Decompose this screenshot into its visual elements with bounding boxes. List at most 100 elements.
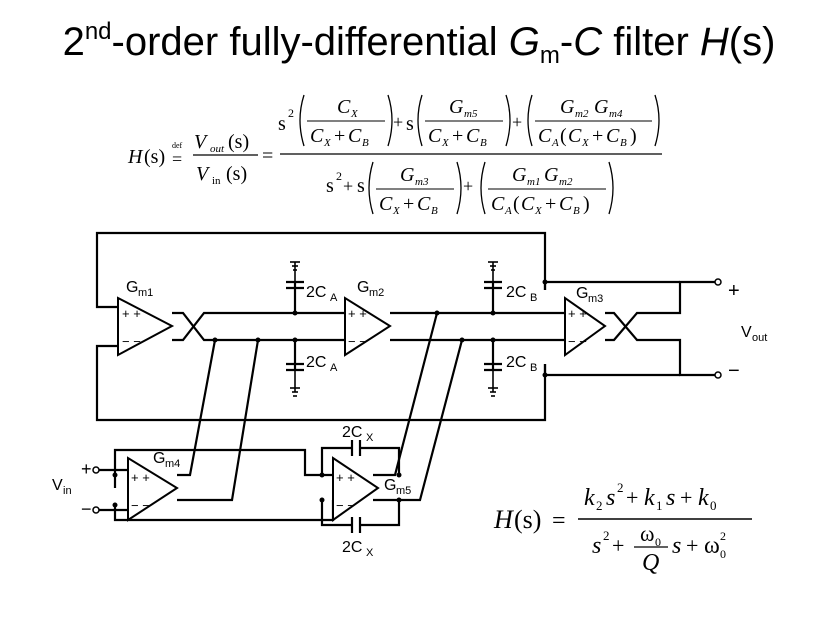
eq-vout-s: (s) [228,131,249,153]
cap-2cx-bottom-sub: X [366,547,374,559]
eq-vout-sub: out [210,143,225,155]
vin-minus: − [81,499,92,519]
eq2-den-s2-exp: 2 [603,528,610,543]
den-t3-den-cb: C [559,193,573,215]
terminals [92,278,722,514]
eq2-s1: s [666,485,675,511]
gm5-amplifier [332,456,380,522]
eq2-den-q: Q [642,550,659,576]
vin-plus: + [81,459,92,479]
eq2-den-plus-2: + [686,533,698,558]
eq-equals: = [262,145,273,167]
eq-def: def [172,141,183,150]
gm3-pos-inputs: + + [568,306,587,321]
gm3-neg-inputs: − − [568,334,587,349]
num-s: s [278,113,286,135]
num-t1-den-plus: + [334,125,345,147]
den-s-exp: 2 [336,169,342,183]
eq2-den-omega-sub: 0 [655,535,661,549]
num-t3-den-plus: + [592,125,603,147]
junction-dots [112,279,548,508]
eq2-eq: = [552,508,566,534]
num-t1-den-cx: C [310,125,324,147]
den-t2-s: s [357,175,365,197]
num-t2-den-plus: + [452,125,463,147]
gm5-neg-inputs: − − [336,498,355,513]
den-s: s [326,175,334,197]
eq-def-eq: = [172,149,182,169]
eq-vin: V [196,163,211,185]
gm1-pos-inputs: + + [122,306,141,321]
eq2-k1: k [644,485,655,511]
eq2-s: (s) [514,505,541,534]
den-plus-2: + [463,176,473,196]
vout-label: V [741,324,752,341]
gm2-neg-inputs: − − [348,334,367,349]
gm2-label-sub: m2 [369,287,384,299]
den-t3-gm2: G [544,164,559,186]
gm3-label-sub: m3 [588,293,603,305]
eq2-den-omega0-sub: 0 [720,547,726,561]
den-t3-den-ca-sub: A [504,205,512,217]
eq-vin-sub: in [212,175,221,187]
den-t2-den-cx: C [379,193,393,215]
eq2-k1-sub: 1 [656,498,663,513]
cap-2cb-top-label: 2C [506,284,526,301]
vout-plus: + [728,280,740,302]
cap-2ca-bottom-label: 2C [306,354,326,371]
eq-lhs-s: (s) [144,146,165,168]
gm4-amplifier [127,456,179,522]
gm2-label: G [357,279,369,296]
svg-text:): ) [630,125,637,147]
num-t3-den-cb-sub: B [620,137,627,149]
cap-2cx-top-label: 2C [342,424,362,441]
eq-vin-s: (s) [226,163,247,185]
num-t2-s: s [406,113,414,135]
num-t3-gm2: G [560,96,575,118]
den-t3-gm1: G [512,164,527,186]
vout-label-sub: out [752,332,767,344]
eq2-plus-2: + [680,485,692,510]
eq-lhs-h: H [127,146,144,168]
gm1-amplifier [117,296,175,357]
den-t2-den-plus: + [403,193,414,215]
num-plus-1: + [393,112,403,132]
cap-2ca-bottom-sub: A [330,362,338,374]
vin-label: V [52,477,63,494]
gm3-label: G [576,285,588,302]
num-t1-cx-sub: X [350,108,359,120]
gm5-pos-inputs: + + [336,470,355,485]
svg-text:(: ( [560,125,567,147]
den-t2-gm3: G [400,164,415,186]
eq2-h: H [493,505,514,534]
gm4-label-sub: m4 [165,458,180,470]
gm4-pos-inputs: + + [131,470,150,485]
num-t3-gm2-sub: m2 [575,108,589,120]
den-t2-den-cb-sub: B [431,205,438,217]
num-t3-den-ca: C [538,125,552,147]
num-t1-den-cb: C [348,125,362,147]
cap-2cx-top-sub: X [366,432,374,444]
num-t3-den-ca-sub: A [551,137,559,149]
num-t2-den-cx: C [428,125,442,147]
num-t2-gm5-sub: m5 [464,108,478,120]
eq2-den-omega: ω [640,521,654,546]
den-t2-den-cx-sub: X [392,205,401,217]
eq2-s2-exp: 2 [617,480,624,495]
cap-2cb-top-sub: B [530,292,537,304]
den-t3-den-cx-sub: X [534,205,543,217]
gm2-pos-inputs: + + [348,306,367,321]
den-t3-den-cb-sub: B [573,205,580,217]
vin-label-sub: in [63,485,72,497]
cap-2cx-bottom-label: 2C [342,539,362,556]
den-t3-gm2-sub: m2 [559,176,573,188]
svg-text:): ) [583,193,590,215]
eq2-k0: k [698,485,709,511]
num-t2-gm5: G [449,96,464,118]
eq2-den-omega0: ω [704,533,720,559]
num-t3-den-cx-sub: X [581,137,590,149]
